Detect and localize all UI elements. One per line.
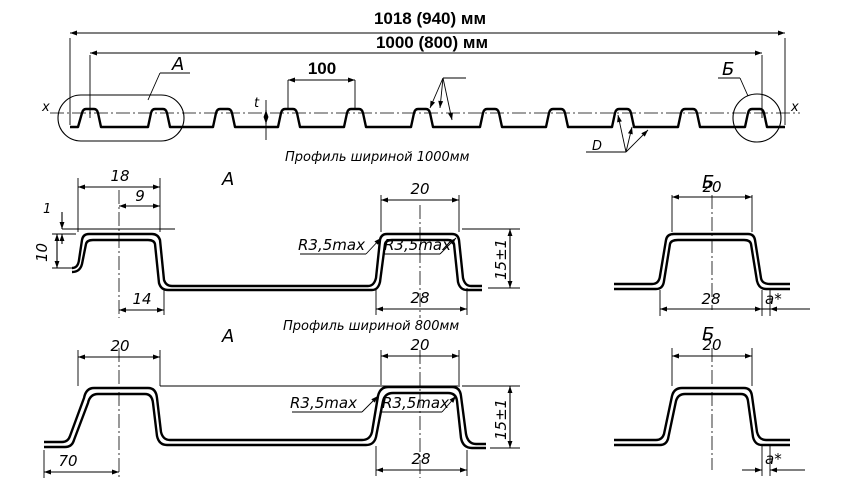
thickness-label: t: [254, 96, 260, 111]
a800-dim-20-left: 20: [110, 337, 129, 355]
pitch-label: 100: [308, 59, 336, 78]
view-a-800-title: А: [221, 326, 234, 347]
dim-14: 14: [132, 290, 151, 308]
view-b-800: Б 20 a*: [614, 324, 805, 476]
dim-28: 28: [410, 289, 429, 307]
b800-dim-20: 20: [702, 336, 721, 354]
caption-800: Профиль шириной 800мм: [283, 319, 459, 334]
view-b-800-title: Б: [702, 324, 714, 345]
radius-left: R3,5max: [298, 236, 365, 254]
overall-profile: x x А Б t D Профиль шириной 1000мм: [41, 54, 800, 165]
dim-9: 9: [135, 187, 145, 205]
overall-dimensions: 1018 (940) мм 1000 (800) мм 100: [69, 9, 786, 125]
b-dim-28: 28: [701, 290, 720, 308]
view-a-1000: А 18 9 1 10 14 20 28 15±1: [33, 167, 520, 318]
dim-18: 18: [110, 167, 129, 185]
b-dim-20: 20: [702, 178, 721, 196]
view-b-1000-title: Б: [702, 172, 714, 193]
detail-b-outline: [732, 93, 782, 143]
overall-width-label: 1018 (940) мм: [374, 9, 486, 28]
view-a-800: А 20 70 20 28 15±1 R3,5max R3,5max: [43, 326, 520, 478]
view-a-1000-title: А: [221, 169, 234, 190]
view-b-1000: Б 20 28 a*: [614, 172, 810, 316]
useful-width-label: 1000 (800) мм: [376, 33, 488, 52]
detail-a-outline: [57, 94, 185, 142]
b800-dim-a: a*: [765, 450, 782, 468]
callout-a: А: [171, 54, 184, 75]
height-15: 15±1: [492, 239, 510, 280]
a800-dim-20: 20: [410, 336, 429, 354]
caption-1000: Профиль шириной 1000мм: [285, 150, 470, 165]
coating-label: D: [592, 139, 602, 154]
a800-dim-28: 28: [411, 450, 430, 468]
a800-radius-right: R3,5max: [382, 394, 449, 412]
radius-right: R3,5max: [384, 236, 451, 254]
axis-label-right: x: [790, 100, 799, 115]
axis-label-left: x: [41, 100, 50, 115]
a800-radius-left: R3,5max: [290, 394, 357, 412]
a800-dim-70: 70: [58, 452, 77, 470]
dim-1: 1: [43, 202, 51, 217]
dim-10: 10: [33, 243, 51, 262]
a800-height: 15±1: [492, 399, 510, 440]
corrugated-profile: [70, 107, 785, 129]
b-dim-a: a*: [765, 290, 782, 308]
dim-20-top: 20: [410, 180, 429, 198]
callout-b: Б: [722, 59, 734, 80]
